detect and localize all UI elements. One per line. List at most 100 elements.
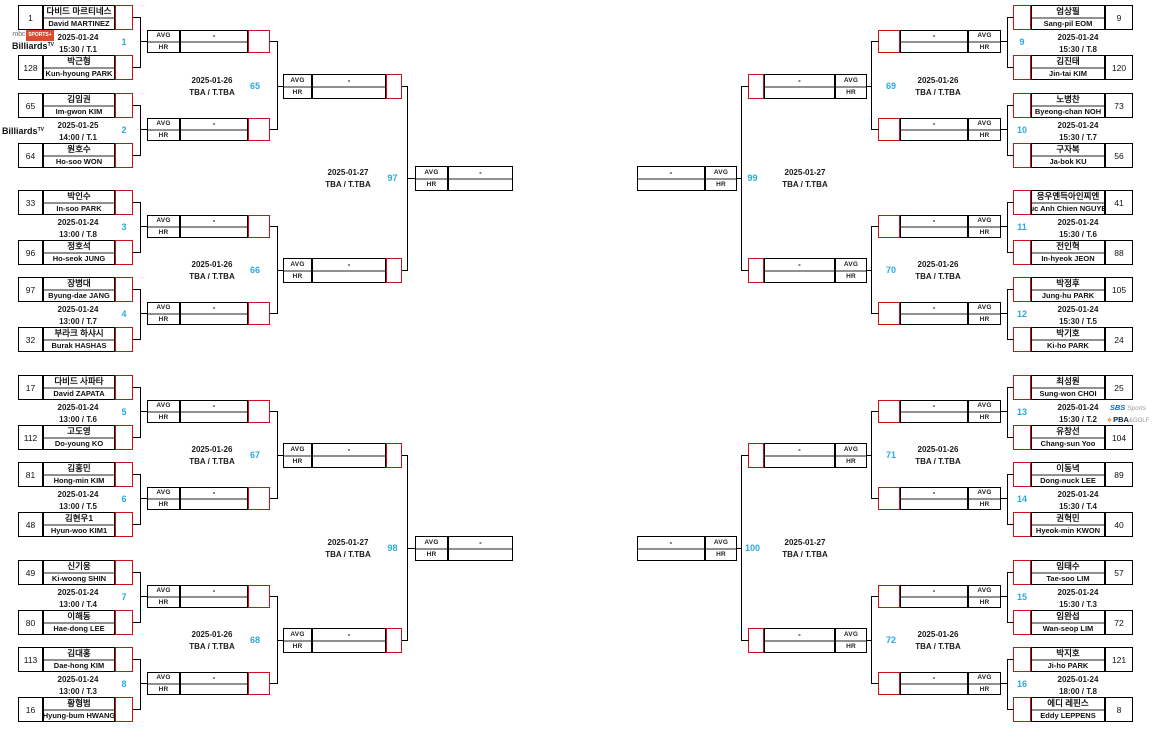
r2-winner-box-advance-cell <box>748 443 764 468</box>
player-box-line1: 구자복 <box>1056 144 1080 155</box>
player-box-line1: 박정후 <box>1056 278 1080 289</box>
r2-slot-box-score: - <box>900 118 968 141</box>
seed-cell-text: 113 <box>23 654 38 665</box>
seed-cell: 89 <box>1105 462 1133 487</box>
bracket-line <box>737 548 742 549</box>
bracket-line <box>402 455 408 456</box>
match-date: 2025-01-26 <box>917 76 959 85</box>
seed-cell-text: 16 <box>25 704 36 715</box>
bracket-line <box>871 313 879 314</box>
seed-cell: 120 <box>1105 55 1133 80</box>
seed-cell: 33 <box>18 190 43 215</box>
player-box-line2: In-soo PARK <box>44 201 114 215</box>
match-number: 15 <box>1016 592 1027 602</box>
r2-slot-box-score-line1: - <box>932 216 936 226</box>
score-cell <box>115 647 133 672</box>
bracket-line <box>140 659 141 710</box>
seed-cell: 17 <box>18 375 43 400</box>
bracket-line <box>133 387 141 388</box>
bracket-line <box>402 640 408 641</box>
r2-slot-box-score-line2 <box>901 682 967 695</box>
seed-cell-text: 24 <box>1114 334 1124 345</box>
bracket-line <box>277 41 278 130</box>
bracket-line <box>270 498 278 499</box>
r2-winner-box-score-line2 <box>765 639 834 653</box>
r3-result-box-labels-line2: HR <box>416 547 447 561</box>
match-date: 2025-01-26 <box>191 445 233 454</box>
r2-winner-box-score: - <box>764 628 835 653</box>
match-time: TBA / T.TBA <box>325 180 371 189</box>
player-box-line1: 임완섭 <box>1056 611 1080 622</box>
bracket-line <box>871 41 879 42</box>
r2-slot-box-labels-line1: AVG <box>156 217 171 225</box>
r3-result-box-score: - <box>448 166 513 191</box>
seed-cell-text: 96 <box>25 247 36 258</box>
seed-cell: 25 <box>1105 375 1133 400</box>
bracket-line <box>277 455 284 456</box>
r2-winner-box-labels-line2: HR <box>284 639 311 653</box>
seed-cell-text: 49 <box>25 567 36 578</box>
r2-winner-box-advance-cell <box>386 74 402 99</box>
bracket-line <box>140 387 141 438</box>
score-cell <box>1013 190 1031 215</box>
bracket-line <box>133 17 141 18</box>
r2-slot-box-score-line2 <box>181 40 247 53</box>
seed-cell: 97 <box>18 277 43 302</box>
bracket-line <box>1007 474 1014 475</box>
seed-cell-text: 56 <box>1114 150 1124 161</box>
match-number: 1 <box>121 37 127 47</box>
sbs-sports-text: Sports <box>1127 404 1147 412</box>
bracket-line <box>133 202 141 203</box>
match-number: 69 <box>885 81 896 91</box>
player-box-line1: 황형범 <box>67 698 91 709</box>
seed-cell-text: 80 <box>25 617 36 628</box>
seed-cell: 8 <box>1105 697 1133 722</box>
r2-winner-box-labels-line2: HR <box>284 85 311 99</box>
score-cell <box>1013 560 1031 585</box>
bracket-line <box>867 640 872 641</box>
bracket-line <box>270 596 278 597</box>
bracket-line <box>133 437 141 438</box>
match-number: 72 <box>885 635 896 645</box>
seed-cell-text: 105 <box>1111 284 1127 295</box>
bracket-line <box>867 455 872 456</box>
r2-winner-box-score-line1: - <box>347 629 351 639</box>
bracket-line <box>402 86 408 87</box>
player-box-line1: 이해동 <box>67 611 91 622</box>
player-box-line1: 전인혁 <box>1056 241 1080 252</box>
score-cell <box>115 55 133 80</box>
r2-slot-box-labels-line2: HR <box>969 40 1000 53</box>
player-box-line1: 다비드 사파타 <box>54 376 104 387</box>
score-cell <box>1013 5 1031 30</box>
bracket-line <box>1007 202 1014 203</box>
r2-slot-box-advance-cell <box>248 30 270 53</box>
match-time: TBA / T.TBA <box>782 180 828 189</box>
match-date: 2025-01-24 <box>57 403 99 412</box>
score-cell <box>115 425 133 450</box>
r2-slot-box-labels-line2: HR <box>148 40 179 53</box>
player-box-line2: David MARTINEZ <box>44 16 114 30</box>
r2-slot-box-advance-cell <box>248 302 270 325</box>
r2-winner-box-score-line1: - <box>798 75 801 85</box>
player-box-line2: Do-young KO <box>44 436 114 450</box>
r2-slot-box-score: - <box>900 487 968 510</box>
r2-slot-box-advance-cell <box>878 302 900 325</box>
match-time: 13:00 / T.6 <box>59 415 97 424</box>
r3-result-box-score: - <box>637 536 705 561</box>
r2-slot-box-advance-cell <box>248 215 270 238</box>
player-box-line1: 권혁민 <box>1056 513 1080 524</box>
r3-result-box-score-line2 <box>449 547 512 561</box>
bracket-line <box>1007 437 1014 438</box>
bracket-line <box>871 683 879 684</box>
